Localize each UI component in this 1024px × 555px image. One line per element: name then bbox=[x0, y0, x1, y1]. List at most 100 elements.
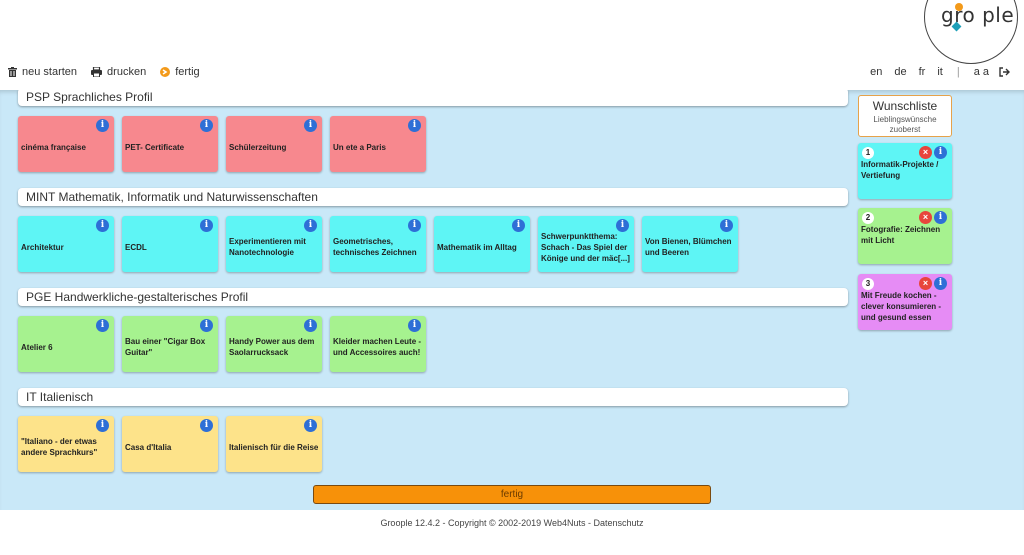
wishlist-header: Wunschliste Lieblingswünsche zuoberst bbox=[858, 95, 952, 137]
restart-button[interactable]: neu starten bbox=[8, 66, 77, 78]
course-card[interactable]: ECDL i bbox=[122, 216, 218, 272]
lang-fr[interactable]: fr bbox=[918, 66, 926, 78]
info-icon[interactable]: i bbox=[408, 219, 421, 232]
course-card[interactable]: Italienisch für die Reise i bbox=[226, 416, 322, 472]
course-title: Handy Power aus dem Saolarrucksack bbox=[229, 337, 315, 357]
done-link[interactable]: fertig bbox=[160, 66, 200, 78]
course-title: Geometrisches, technisches Zeichnen bbox=[333, 237, 417, 257]
done-button[interactable]: fertig bbox=[313, 485, 711, 504]
remove-icon[interactable]: × bbox=[919, 211, 932, 224]
course-card[interactable]: Mathematik im Alltag i bbox=[434, 216, 530, 272]
course-title: ECDL bbox=[125, 242, 147, 252]
course-card[interactable]: Casa d'Italia i bbox=[122, 416, 218, 472]
wishlist-item-label: Mit Freude kochen - clever konsumieren -… bbox=[861, 291, 942, 322]
lang-en[interactable]: en bbox=[870, 66, 883, 78]
logout-button[interactable] bbox=[999, 67, 1010, 77]
section-header-mint: MINT Mathematik, Informatik und Naturwis… bbox=[18, 188, 848, 206]
arrow-circle-right-icon bbox=[160, 67, 171, 77]
logo-dot-orange bbox=[955, 3, 963, 11]
info-icon[interactable]: i bbox=[934, 146, 947, 159]
course-card[interactable]: Schwerpunktthema: Schach - Das Spiel der… bbox=[538, 216, 634, 272]
course-title: PET- Certificate bbox=[125, 142, 185, 152]
section-header-it: IT Italienisch bbox=[18, 388, 848, 406]
lang-de[interactable]: de bbox=[894, 66, 907, 78]
wishlist-rank: 1 bbox=[862, 147, 874, 159]
course-title: Un ete a Paris bbox=[333, 142, 386, 152]
course-title: Von Bienen, Blümchen und Beeren bbox=[645, 237, 732, 257]
groople-logo[interactable]: gro ple bbox=[924, 0, 1018, 64]
course-title: Schülerzeitung bbox=[229, 142, 287, 152]
course-title: Italienisch für die Reise bbox=[229, 442, 319, 452]
lang-it[interactable]: it bbox=[937, 66, 943, 78]
info-icon[interactable]: i bbox=[96, 219, 109, 232]
footer: Groople 12.4.2 - Copyright © 2002-2019 W… bbox=[380, 518, 644, 528]
course-title: Experimentieren mit Nanotechnologie bbox=[229, 237, 306, 257]
course-card[interactable]: "Italiano - der etwas andere Sprachkurs"… bbox=[18, 416, 114, 472]
course-card[interactable]: Geometrisches, technisches Zeichnen i bbox=[330, 216, 426, 272]
info-icon[interactable]: i bbox=[408, 319, 421, 332]
course-card[interactable]: Von Bienen, Blümchen und Beeren i bbox=[642, 216, 738, 272]
trash-icon bbox=[8, 67, 17, 77]
info-icon[interactable]: i bbox=[408, 119, 421, 132]
course-title: cinéma française bbox=[21, 142, 86, 152]
course-selection-area: PSP Sprachliches Profil cinéma française… bbox=[0, 90, 1024, 510]
logout-icon bbox=[999, 67, 1010, 77]
course-card[interactable]: Bau einer "Cigar Box Guitar" i bbox=[122, 316, 218, 372]
remove-icon[interactable]: × bbox=[919, 277, 932, 290]
course-title: Bau einer "Cigar Box Guitar" bbox=[125, 337, 206, 357]
wishlist-item[interactable]: 2 × i Fotografie: Zeichnen mit Licht bbox=[858, 208, 952, 264]
course-card[interactable]: Architektur i bbox=[18, 216, 114, 272]
remove-icon[interactable]: × bbox=[919, 146, 932, 159]
toolbar-separator: | bbox=[956, 66, 960, 78]
info-icon[interactable]: i bbox=[512, 219, 525, 232]
course-card[interactable]: Kleider machen Leute - und Accessoires a… bbox=[330, 316, 426, 372]
info-icon[interactable]: i bbox=[934, 211, 947, 224]
info-icon[interactable]: i bbox=[304, 419, 317, 432]
info-icon[interactable]: i bbox=[96, 119, 109, 132]
course-card[interactable]: Un ete a Paris i bbox=[330, 116, 426, 172]
wishlist-item[interactable]: 1 × i Informatik-Projekte / Vertiefung bbox=[858, 143, 952, 199]
top-bar: gro ple neu starten drucken fertig en de… bbox=[0, 0, 1024, 90]
info-icon[interactable]: i bbox=[96, 419, 109, 432]
info-icon[interactable]: i bbox=[96, 319, 109, 332]
course-title: Casa d'Italia bbox=[125, 442, 172, 452]
print-button[interactable]: drucken bbox=[91, 66, 146, 78]
info-icon[interactable]: i bbox=[200, 419, 213, 432]
restart-label: neu starten bbox=[22, 66, 78, 78]
info-icon[interactable]: i bbox=[304, 119, 317, 132]
info-icon[interactable]: i bbox=[720, 219, 733, 232]
course-title: Mathematik im Alltag bbox=[437, 242, 517, 252]
section-header-psp: PSP Sprachliches Profil bbox=[18, 90, 848, 106]
course-title: "Italiano - der etwas andere Sprachkurs" bbox=[21, 437, 98, 457]
section-header-pge: PGE Handwerkliche-gestalterisches Profil bbox=[18, 288, 848, 306]
course-card[interactable]: Schülerzeitung i bbox=[226, 116, 322, 172]
printer-icon bbox=[91, 67, 103, 77]
info-icon[interactable]: i bbox=[304, 319, 317, 332]
info-icon[interactable]: i bbox=[200, 219, 213, 232]
toolbar-right: en de fr it | a a bbox=[858, 64, 1010, 80]
font-size-toggle[interactable]: a a bbox=[973, 66, 989, 78]
course-title: Architektur bbox=[21, 242, 64, 252]
print-label: drucken bbox=[107, 66, 147, 78]
wishlist-item[interactable]: 3 × i Mit Freude kochen - clever konsumi… bbox=[858, 274, 952, 330]
info-icon[interactable]: i bbox=[934, 277, 947, 290]
info-icon[interactable]: i bbox=[200, 319, 213, 332]
course-card[interactable]: Experimentieren mit Nanotechnologie i bbox=[226, 216, 322, 272]
info-icon[interactable]: i bbox=[616, 219, 629, 232]
info-icon[interactable]: i bbox=[200, 119, 213, 132]
course-title: Schwerpunktthema: Schach - Das Spiel der… bbox=[541, 231, 630, 263]
logo-text: gro ple bbox=[941, 3, 1015, 27]
wishlist-subtitle: Lieblingswünsche zuoberst bbox=[873, 115, 937, 134]
wishlist-rank: 2 bbox=[862, 212, 874, 224]
wishlist-rank: 3 bbox=[862, 278, 874, 290]
info-icon[interactable]: i bbox=[304, 219, 317, 232]
wishlist-title: Wunschliste bbox=[872, 99, 938, 113]
course-card[interactable]: Handy Power aus dem Saolarrucksack i bbox=[226, 316, 322, 372]
course-card[interactable]: PET- Certificate i bbox=[122, 116, 218, 172]
course-title: Kleider machen Leute - und Accessoires a… bbox=[333, 337, 422, 357]
toolbar-left: neu starten drucken fertig bbox=[8, 64, 214, 80]
done-link-label: fertig bbox=[175, 66, 200, 78]
course-card[interactable]: cinéma française i bbox=[18, 116, 114, 172]
wishlist-item-label: Fotografie: Zeichnen mit Licht bbox=[861, 225, 941, 245]
